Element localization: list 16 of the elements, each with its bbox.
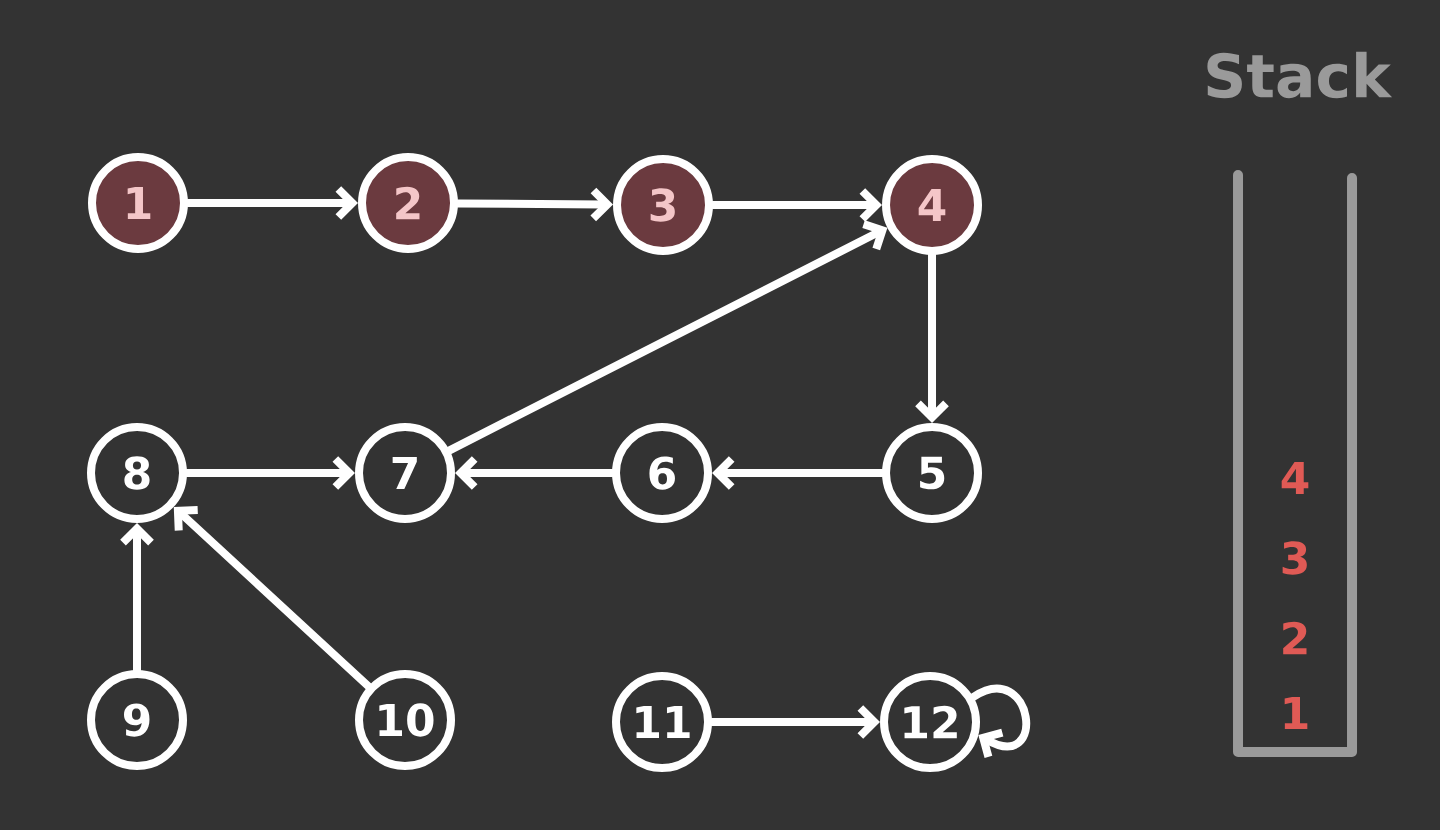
arrow (183, 456, 355, 490)
arrow (712, 456, 886, 490)
stack-item: 1 (1284, 696, 1308, 730)
arrow (173, 505, 373, 691)
arrow (915, 251, 949, 423)
stack-item: 2 (1283, 621, 1307, 655)
arrow (708, 705, 880, 739)
arrow (184, 186, 358, 220)
title: Stack (1207, 51, 1393, 99)
stack-item: 4 (1281, 461, 1309, 495)
arrow (445, 220, 888, 455)
arrow (709, 188, 882, 222)
arrow (455, 456, 616, 490)
arrow (454, 187, 613, 222)
stack-item: 3 (1282, 541, 1307, 575)
arrow (120, 523, 154, 674)
